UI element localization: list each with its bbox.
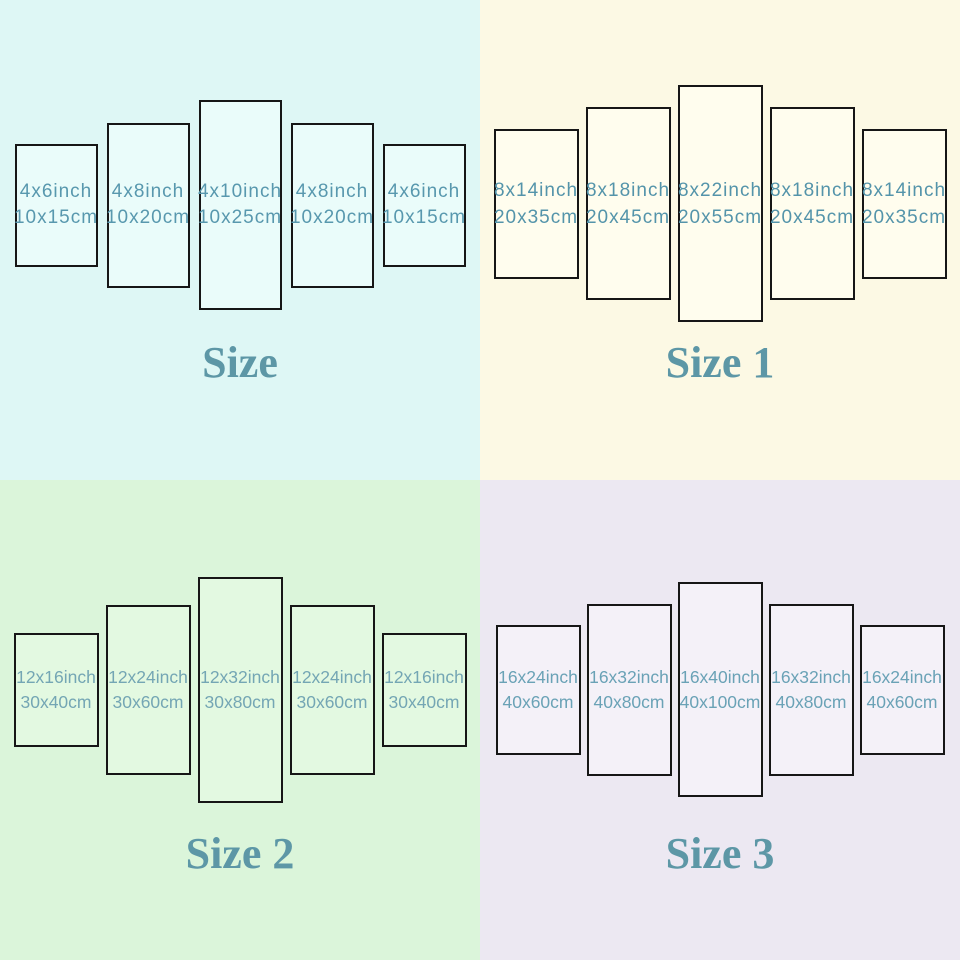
panel-size-inch: 12x24inch <box>292 667 372 687</box>
panel-size-cm: 20x45cm <box>585 206 671 228</box>
canvas-panel: 12x24inch 30x60cm <box>289 605 375 775</box>
canvas-panel: 4x6inch 10x15cm <box>381 143 467 267</box>
quadrant-title: Size 1 <box>665 338 775 387</box>
quadrant-title: Size 2 <box>185 829 295 878</box>
panel-size-cm: 40x60cm <box>866 691 938 712</box>
panel-size-cm: 10x15cm <box>381 207 467 228</box>
canvas-panel: 8x14inch 20x35cm <box>493 128 579 279</box>
panel-size-cm: 20x35cm <box>861 206 947 228</box>
panel-size-cm: 30x60cm <box>112 692 184 712</box>
panel-row: 4x6inch 10x15cm 4x8inch 10x20cm 4x10inch… <box>0 100 480 310</box>
canvas-panel: 4x8inch 10x20cm <box>105 122 191 288</box>
panel-size-inch: 8x14inch <box>861 179 947 201</box>
quadrant-title: Size <box>202 338 278 387</box>
canvas-panel: 12x16inch 30x40cm <box>381 633 467 747</box>
panel-size-cm: 20x45cm <box>769 206 855 228</box>
quadrant-title: Size 3 <box>665 829 775 878</box>
canvas-panel: 16x32inch 40x80cm <box>768 603 854 776</box>
panel-size-cm: 40x80cm <box>775 691 847 712</box>
panel-size-inch: 8x14inch <box>493 179 579 201</box>
panel-size-cm: 10x15cm <box>13 207 99 228</box>
quadrant-size-1: 8x14inch 20x35cm 8x18inch 20x45cm 8x22in… <box>480 0 960 480</box>
panel-row: 8x14inch 20x35cm 8x18inch 20x45cm 8x22in… <box>480 85 960 322</box>
canvas-panel: 8x18inch 20x45cm <box>585 107 671 300</box>
panel-size-inch: 16x24inch <box>498 666 578 687</box>
panel-size-inch: 4x8inch <box>111 181 185 202</box>
panel-row: 12x16inch 30x40cm 12x24inch 30x60cm 12x3… <box>0 577 480 803</box>
panel-size-cm: 10x25cm <box>197 207 283 228</box>
canvas-panel: 12x32inch 30x80cm <box>197 577 283 803</box>
panel-size-cm: 30x40cm <box>388 692 460 712</box>
canvas-panel: 8x14inch 20x35cm <box>861 128 947 279</box>
quadrant-size-3: 16x24inch 40x60cm 16x32inch 40x80cm 16x4… <box>480 480 960 960</box>
canvas-panel: 12x16inch 30x40cm <box>13 633 99 747</box>
panel-size-inch: 4x6inch <box>387 181 461 202</box>
canvas-panel: 4x6inch 10x15cm <box>13 143 99 267</box>
quadrant-size: 4x6inch 10x15cm 4x8inch 10x20cm 4x10inch… <box>0 0 480 480</box>
panel-size-cm: 40x80cm <box>593 691 665 712</box>
panel-size-inch: 12x16inch <box>16 667 96 687</box>
panel-size-inch: 16x24inch <box>862 666 942 687</box>
panel-size-cm: 20x55cm <box>677 206 763 228</box>
panel-size-inch: 8x18inch <box>585 179 671 201</box>
canvas-panel: 4x8inch 10x20cm <box>289 122 375 288</box>
panel-size-inch: 12x32inch <box>200 667 280 687</box>
panel-size-cm: 30x40cm <box>20 692 92 712</box>
canvas-panel: 12x24inch 30x60cm <box>105 605 191 775</box>
canvas-panel: 8x22inch 20x55cm <box>677 85 763 322</box>
panel-row: 16x24inch 40x60cm 16x32inch 40x80cm 16x4… <box>480 582 960 797</box>
canvas-panel: 8x18inch 20x45cm <box>769 107 855 300</box>
panel-size-cm: 20x35cm <box>493 206 579 228</box>
panel-size-cm: 10x20cm <box>105 207 191 228</box>
panel-size-inch: 16x32inch <box>771 666 851 687</box>
canvas-panel: 16x32inch 40x80cm <box>586 603 672 776</box>
panel-size-inch: 12x24inch <box>108 667 188 687</box>
panel-size-cm: 30x60cm <box>296 692 368 712</box>
panel-size-cm: 40x60cm <box>502 691 574 712</box>
panel-size-inch: 8x18inch <box>769 179 855 201</box>
canvas-panel: 16x24inch 40x60cm <box>495 624 581 755</box>
canvas-panel: 16x24inch 40x60cm <box>859 624 945 755</box>
panel-size-cm: 40x100cm <box>679 691 761 712</box>
panel-size-inch: 16x32inch <box>589 666 669 687</box>
panel-size-inch: 16x40inch <box>680 666 760 687</box>
panel-size-inch: 4x10inch <box>197 181 283 202</box>
panel-size-inch: 4x8inch <box>295 181 369 202</box>
quadrant-size-2: 12x16inch 30x40cm 12x24inch 30x60cm 12x3… <box>0 480 480 960</box>
canvas-panel: 4x10inch 10x25cm <box>197 100 283 310</box>
panel-size-inch: 8x22inch <box>677 179 763 201</box>
panel-size-inch: 4x6inch <box>19 181 93 202</box>
canvas-panel: 16x40inch 40x100cm <box>677 582 763 797</box>
panel-size-cm: 30x80cm <box>204 692 276 712</box>
panel-size-cm: 10x20cm <box>289 207 375 228</box>
panel-size-inch: 12x16inch <box>384 667 464 687</box>
